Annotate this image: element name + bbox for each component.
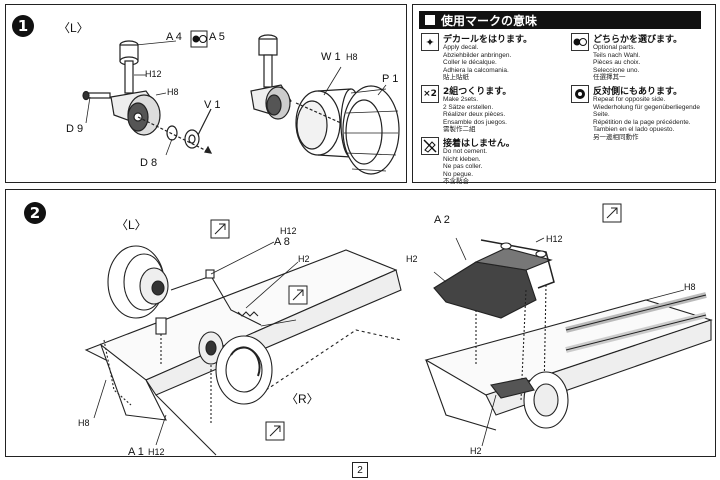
label-a1-h12: H12 xyxy=(148,447,165,457)
label-h2-right-bottom: H2 xyxy=(470,446,482,456)
label-d8: D 8 xyxy=(140,157,158,169)
choose-icon xyxy=(190,30,208,48)
step1-drawing xyxy=(82,30,400,175)
label-h12-right: H12 xyxy=(546,234,563,244)
step2-panel: 2 xyxy=(5,189,716,458)
label-h8-right: H8 xyxy=(684,282,696,292)
step1-side-label: 〈L〉 xyxy=(58,21,89,35)
step2-side-label-l: 〈L〉 xyxy=(116,218,147,232)
label-d9: D 9 xyxy=(66,123,84,135)
label-p1: P 1 xyxy=(382,73,399,85)
label-a4: A 4 xyxy=(166,31,182,43)
label-h12: H12 xyxy=(145,69,162,79)
legend-title: 使用マークの意味 xyxy=(419,11,701,29)
step1-panel: 1 〈L〉 xyxy=(5,4,407,183)
x2-icon: ×2 xyxy=(421,85,439,103)
star-decal-icon: ✦ xyxy=(421,33,439,51)
label-h2-right-top: H2 xyxy=(406,254,418,264)
label-h8: H8 xyxy=(167,87,179,97)
label-v1: V 1 xyxy=(204,99,221,111)
step2-side-label-r: 〈R〉 xyxy=(286,392,319,406)
legend-item-translations: Make 2sets. 2 Sätze erstellen. Réalizer … xyxy=(443,96,507,133)
square-bullet-icon xyxy=(425,15,435,25)
repeat-icon xyxy=(288,285,308,305)
label-w1-h8: H8 xyxy=(346,52,358,62)
repeat-icon xyxy=(265,421,285,441)
legend-item-jp: どちらかを選びます。 xyxy=(593,35,683,45)
legend-item-jp: 接着はしません。 xyxy=(443,139,515,149)
label-a5: A 5 xyxy=(209,31,225,43)
step1-number: 1 xyxy=(12,15,34,37)
label-a2: A 2 xyxy=(434,214,450,226)
step2-drawing xyxy=(84,203,713,456)
label-h2: H2 xyxy=(298,254,310,264)
legend-item-translations: Do not cement. Nicht kleben. Ne pas coll… xyxy=(443,148,488,185)
label-w1: W 1 xyxy=(321,51,341,63)
legend-item-jp: 反対側にもあります。 xyxy=(593,87,683,97)
page-number: 2 xyxy=(352,462,368,478)
legend-item-translations: Apply decal. Abziehbilder anbringen. Col… xyxy=(443,44,512,81)
label-a8: A 8 xyxy=(274,236,290,248)
label-h8-left: H8 xyxy=(78,418,90,428)
step2-number: 2 xyxy=(24,202,46,224)
repeat-icon xyxy=(571,85,589,103)
legend-item-translations: Repeat for opposite side. Wiederholung f… xyxy=(593,96,700,141)
label-a1: A 1 xyxy=(128,446,144,458)
label-h12: H12 xyxy=(280,226,297,236)
no-glue-icon xyxy=(421,137,439,155)
legend-item-translations: Optional parts. Teils nach Wahl. Pièces … xyxy=(593,44,641,81)
choose-icon xyxy=(571,33,589,51)
legend-item-jp: 2組つくります。 xyxy=(443,87,512,97)
repeat-icon xyxy=(210,219,230,239)
legend-item-jp: デカールをはります。 xyxy=(443,35,533,45)
legend-panel: 使用マークの意味 ✦ デカールをはります。 Apply decal. Abzie… xyxy=(412,4,716,185)
repeat-icon xyxy=(602,203,622,223)
